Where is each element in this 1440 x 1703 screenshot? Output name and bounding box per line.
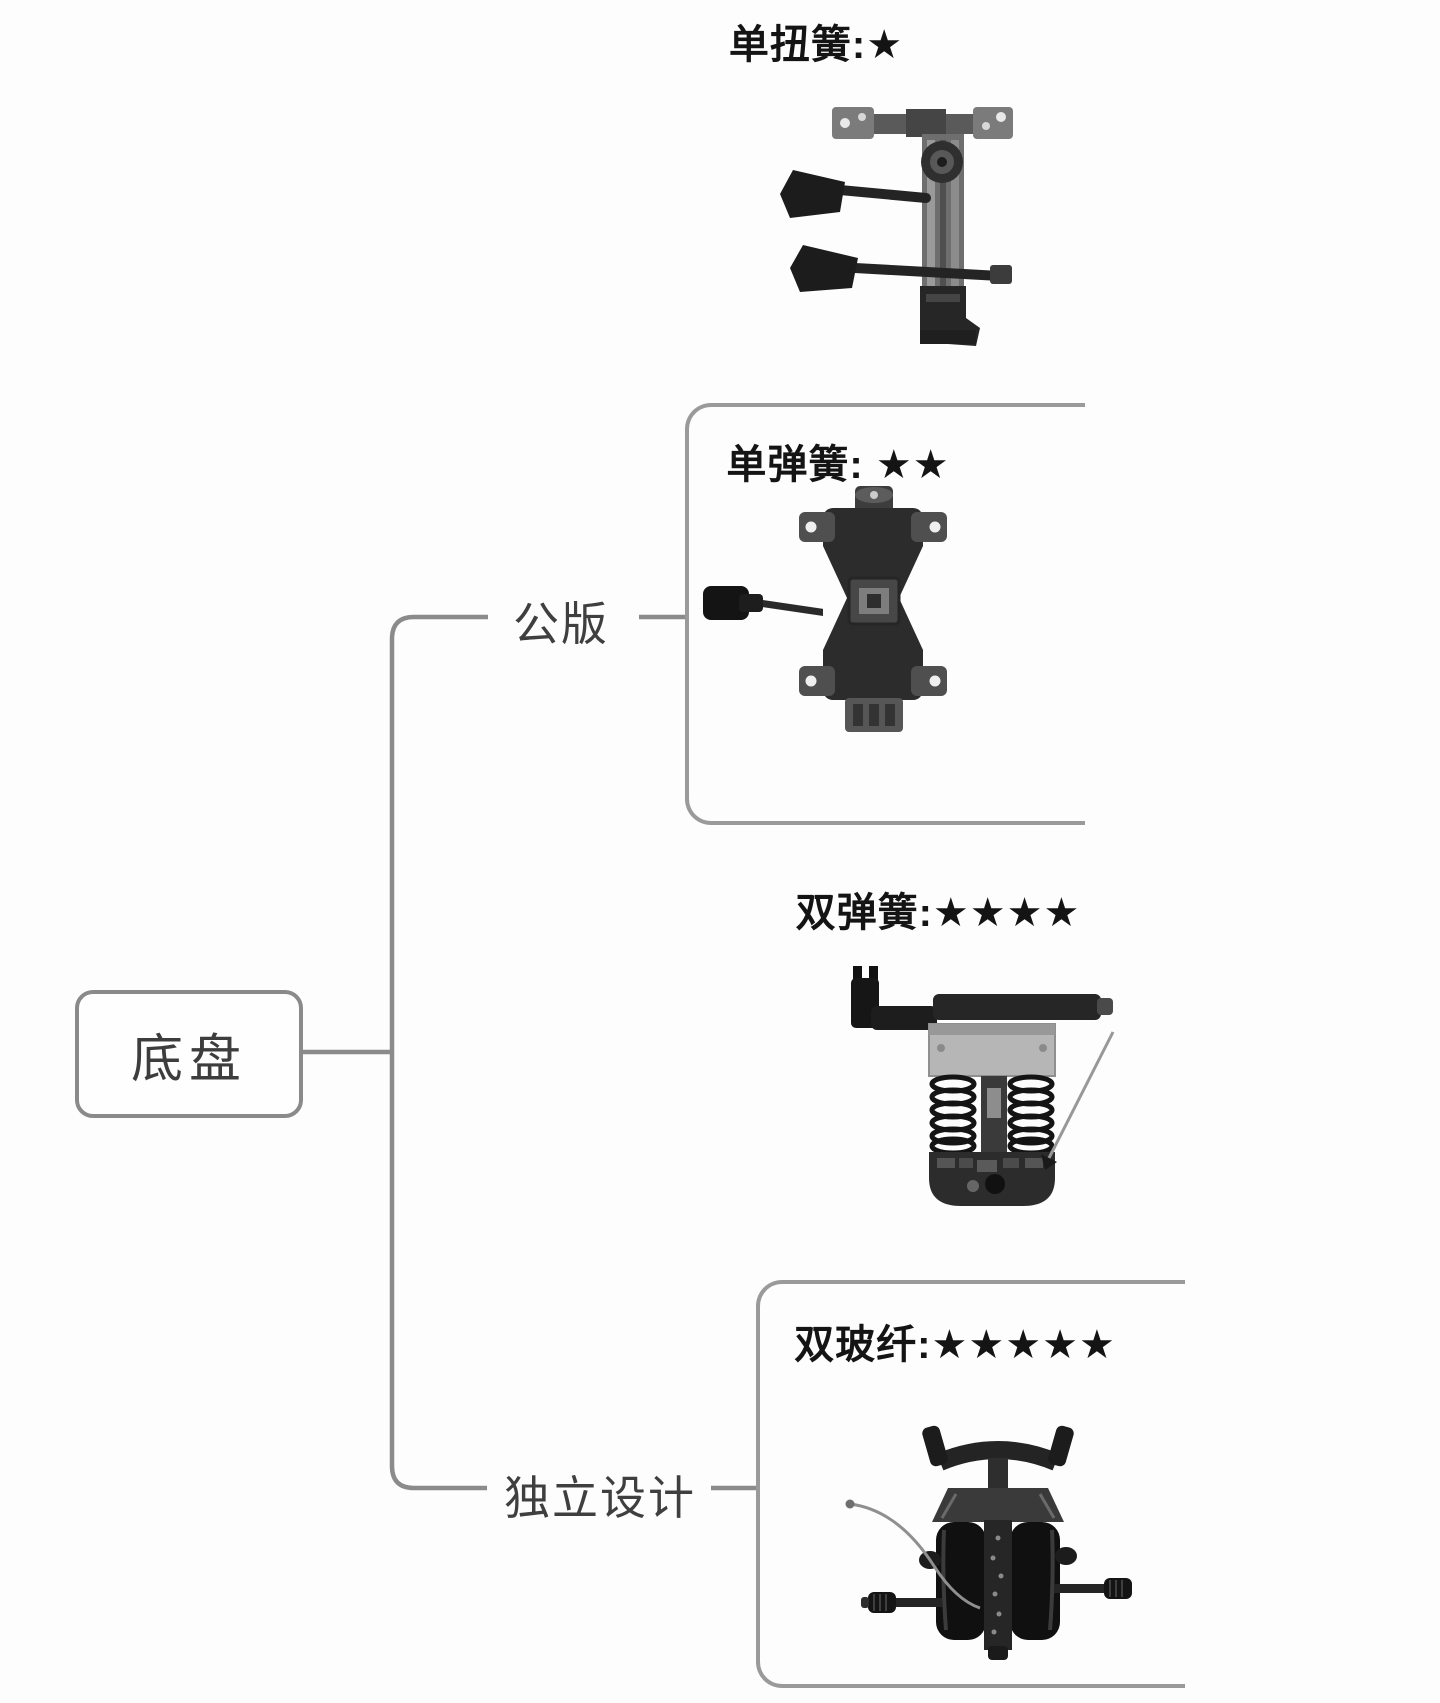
root-node-chassis: 底盘 bbox=[75, 990, 303, 1118]
single-spring-photo bbox=[695, 486, 1020, 734]
root-node-label: 底盘 bbox=[130, 1030, 247, 1089]
bottom-tongue bbox=[845, 698, 903, 732]
item-label-double-spring: 双弹簧:★★★★ bbox=[795, 891, 1081, 935]
center-column bbox=[981, 1076, 1007, 1152]
item-label-double-fiberglass: 双玻纤:★★★★★ bbox=[794, 1323, 1116, 1367]
shoulder-plates bbox=[932, 1488, 1064, 1522]
highlight-box-single-spring bbox=[685, 403, 1085, 825]
base-block bbox=[929, 1152, 1055, 1206]
branch-label-independent-design: 独立设计 bbox=[504, 1472, 696, 1524]
double-fiberglass-photo bbox=[838, 1418, 1143, 1670]
item-label-single-torsion-spring: 单扭簧:★ bbox=[728, 23, 904, 67]
double-fiberglass-illustration bbox=[845, 1425, 1132, 1660]
single-torsion-spring-photo bbox=[770, 90, 1015, 355]
bottom-bracket bbox=[920, 286, 980, 346]
right-adjuster-rod bbox=[1054, 1578, 1132, 1599]
mount-bar bbox=[832, 107, 1013, 139]
double-spring-illustration bbox=[851, 966, 1115, 1206]
cross-bar bbox=[933, 994, 1113, 1020]
top-plate bbox=[928, 1023, 1056, 1077]
center-column bbox=[984, 1520, 1012, 1660]
tension-cable bbox=[1041, 1031, 1115, 1170]
tension-knob bbox=[703, 586, 831, 620]
tension-cable bbox=[845, 1499, 981, 1610]
seat-bracket bbox=[922, 1425, 1074, 1490]
item-label-single-spring: 单弹簧: ★★ bbox=[726, 443, 950, 487]
tension-handles bbox=[780, 170, 1012, 292]
highlight-box-double-fiberglass bbox=[756, 1280, 1185, 1688]
center-block bbox=[847, 576, 901, 626]
left-adjuster-rod bbox=[861, 1592, 942, 1613]
front-arm bbox=[851, 966, 937, 1030]
double-spring-photo bbox=[845, 948, 1120, 1210]
branch-label-generic: 公版 bbox=[513, 598, 609, 650]
single-torsion-spring-illustration bbox=[780, 107, 1013, 346]
trunk-line bbox=[389, 614, 488, 1491]
single-spring-illustration bbox=[703, 486, 947, 732]
